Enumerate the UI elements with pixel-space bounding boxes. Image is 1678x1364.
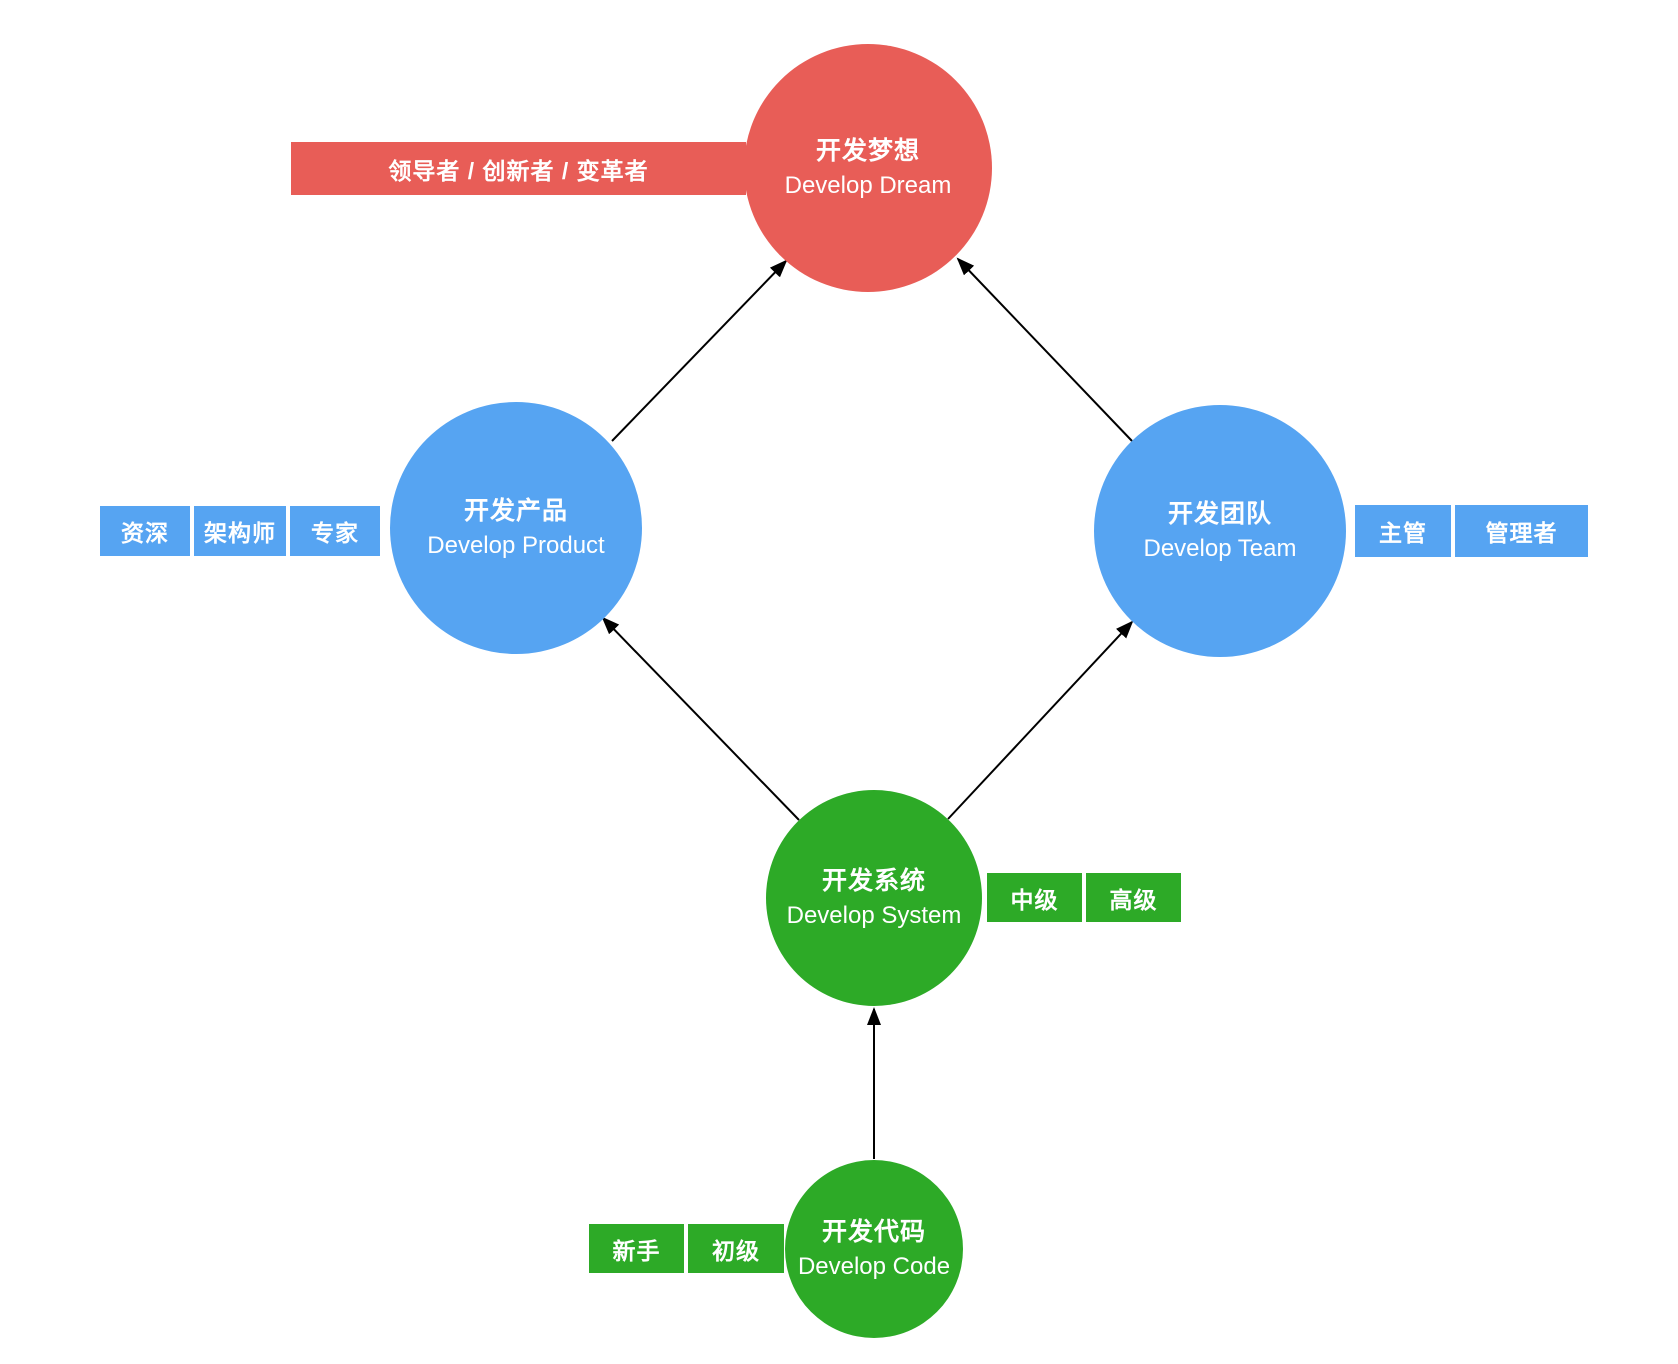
- node-label-zh: 开发代码: [821, 1218, 926, 1247]
- node-develop-system: 开发系统 Develop System: [766, 790, 982, 1006]
- tag-team-supervisor: 主管: [1355, 505, 1451, 557]
- node-label-en: Develop Code: [797, 1252, 951, 1280]
- node-label-en: Develop Team: [1143, 534, 1297, 562]
- tag-system-advanced: 高级: [1086, 873, 1181, 922]
- arrow-system-to-team: [947, 620, 1134, 820]
- arrow-system-to-product: [601, 616, 800, 821]
- node-develop-code: 开发代码 Develop Code: [785, 1160, 963, 1338]
- node-label-en: Develop System: [786, 901, 962, 929]
- arrow-team-to-dream: [956, 257, 1133, 442]
- node-develop-dream: 开发梦想 Develop Dream: [744, 44, 992, 292]
- tag-product-senior: 资深: [100, 506, 190, 556]
- node-label-zh: 开发系统: [821, 867, 926, 896]
- node-label-zh: 开发梦想: [815, 137, 920, 166]
- node-develop-team: 开发团队 Develop Team: [1094, 405, 1346, 657]
- tag-system-intermediate: 中级: [987, 873, 1082, 922]
- tag-product-architect: 架构师: [194, 506, 286, 556]
- tag-product-expert: 专家: [290, 506, 380, 556]
- tag-team-manager: 管理者: [1455, 505, 1588, 557]
- node-develop-product: 开发产品 Develop Product: [390, 402, 642, 654]
- node-label-en: Develop Product: [427, 531, 605, 559]
- node-label-zh: 开发团队: [1167, 500, 1272, 529]
- node-label-zh: 开发产品: [463, 497, 568, 526]
- tag-code-junior: 初级: [688, 1224, 784, 1273]
- arrow-product-to-dream: [611, 259, 788, 442]
- tag-dream-roles: 领导者 / 创新者 / 变革者: [291, 142, 746, 195]
- node-label-en: Develop Dream: [784, 171, 952, 199]
- tag-code-novice: 新手: [589, 1224, 684, 1273]
